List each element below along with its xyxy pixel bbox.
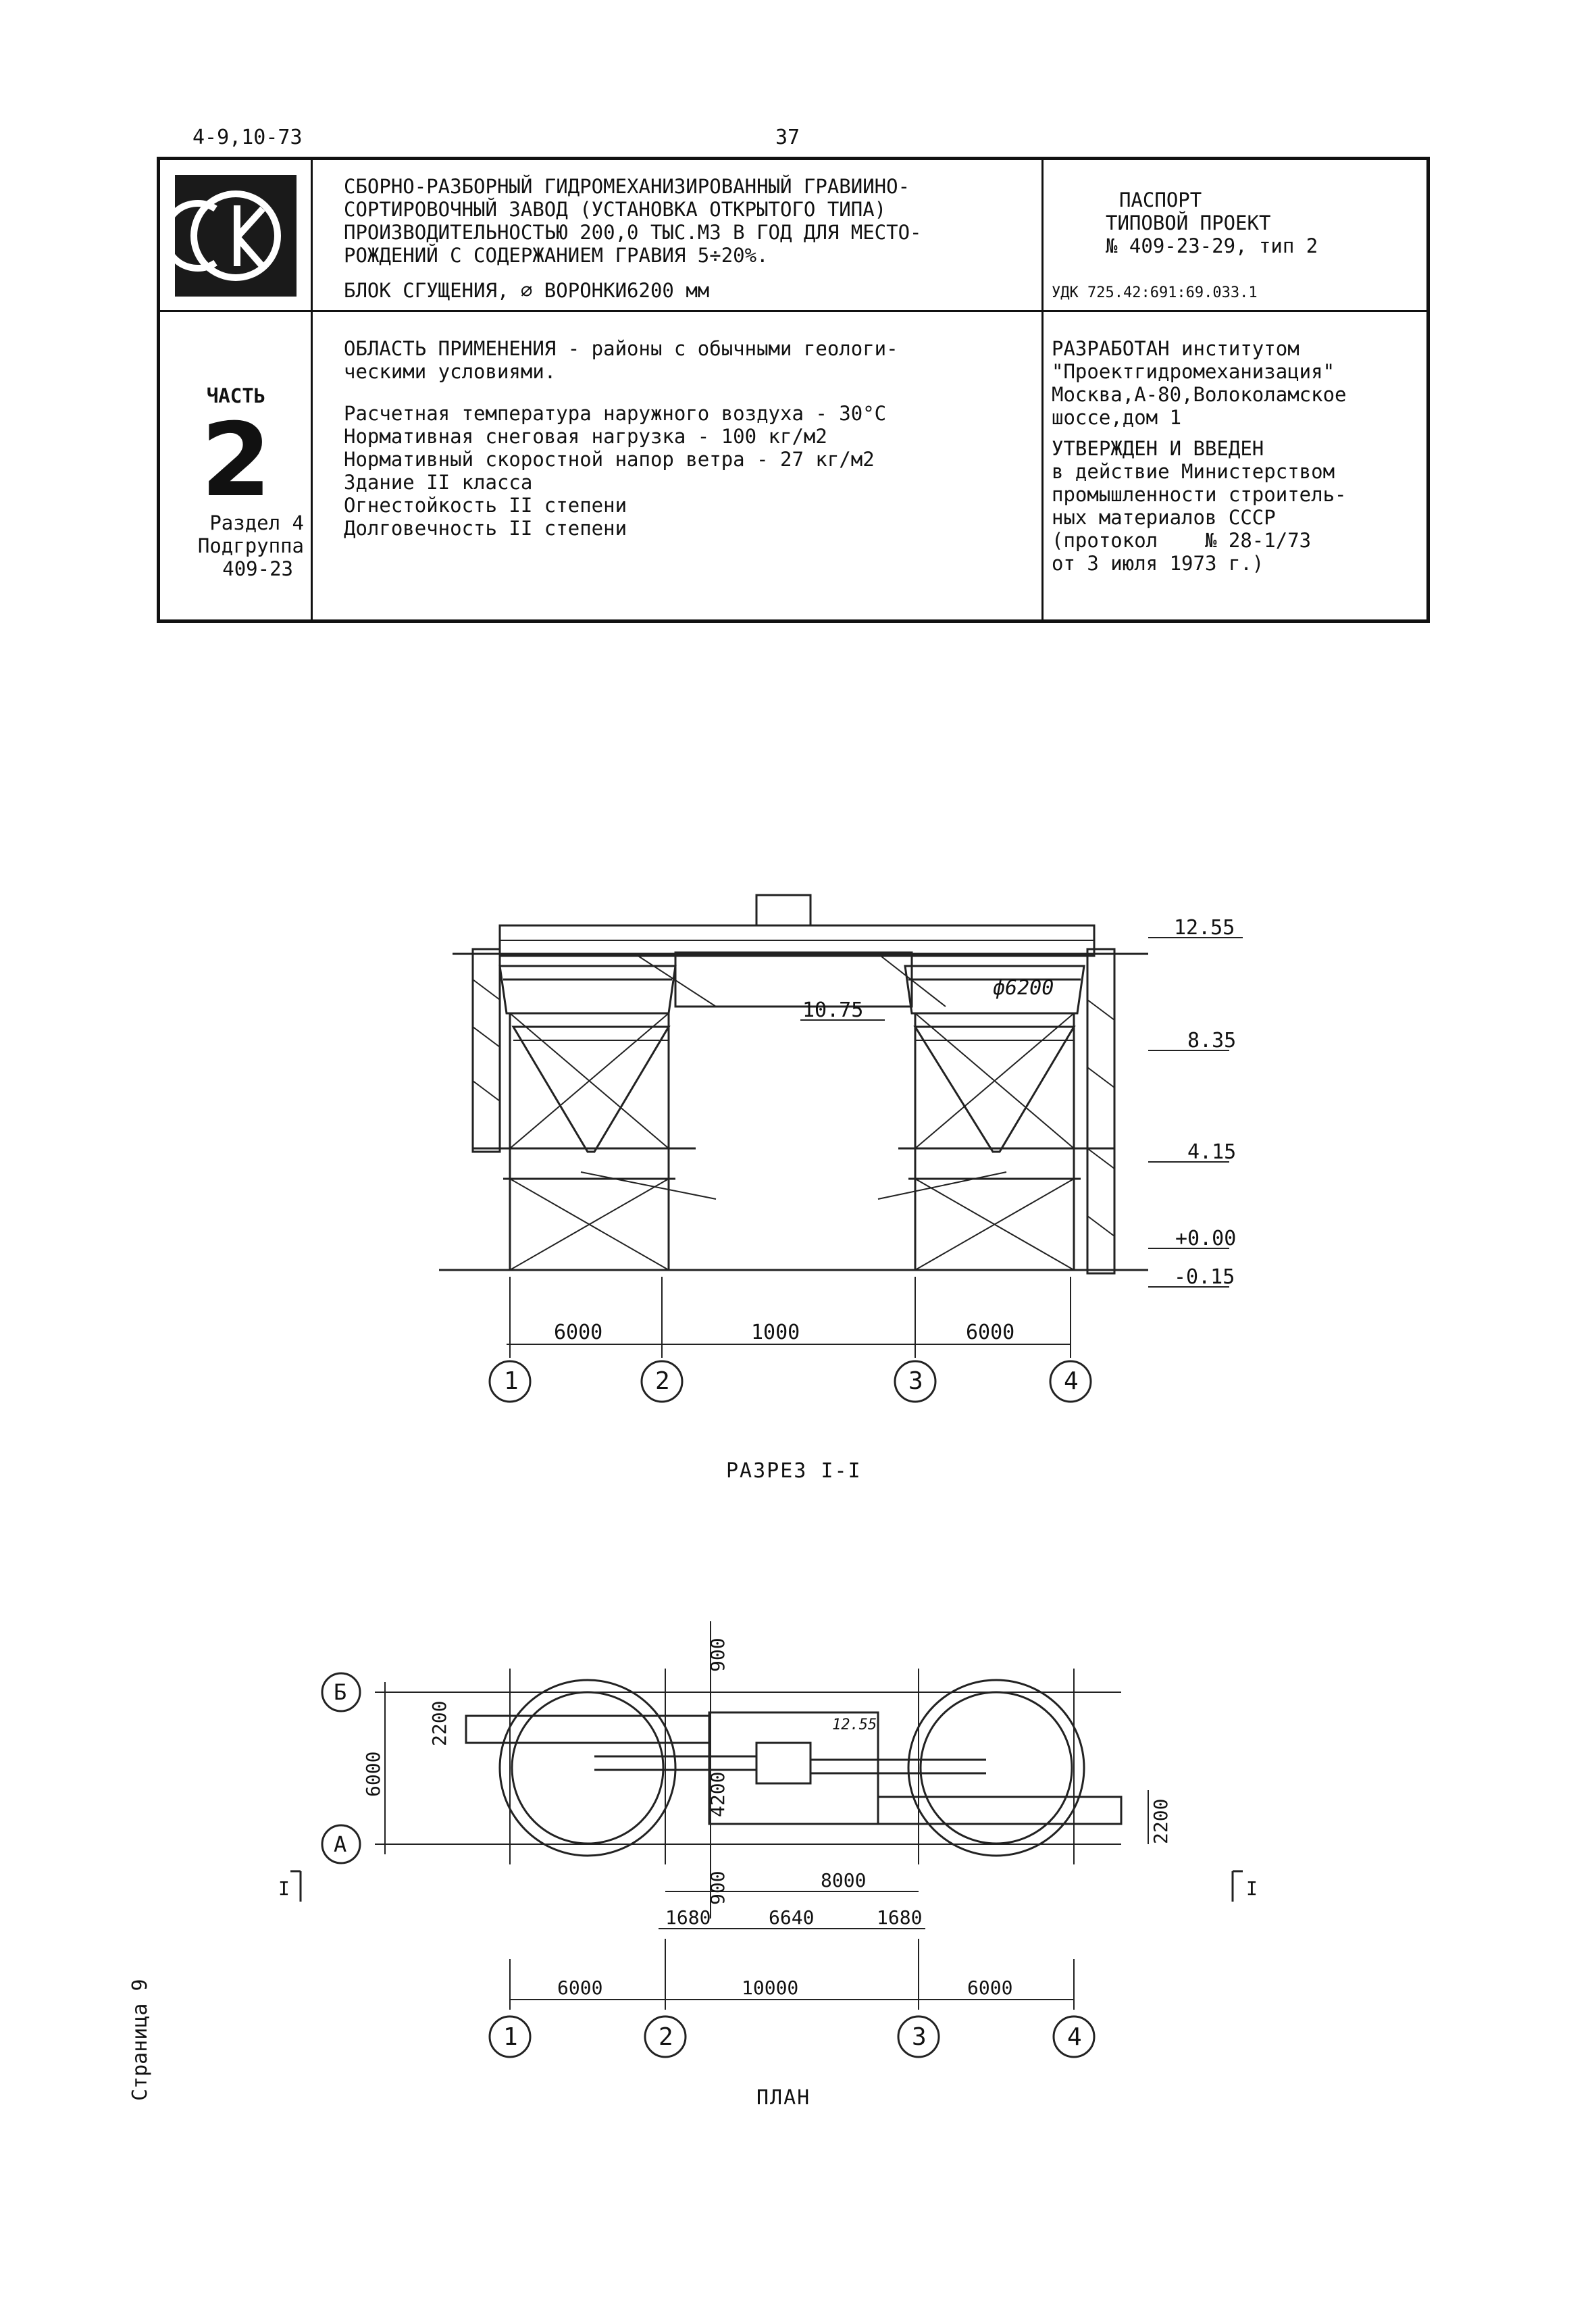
title-block: СБОРНО-РАЗБОРНЫЙ ГИДРОМЕХАНИЗИРОВАННЫЙ Г… xyxy=(157,157,1430,623)
document-code: 4-9,10-73 xyxy=(192,126,303,149)
developer-line: Москва,А-80,Волоколамское xyxy=(1052,383,1347,406)
dim-label: 8000 xyxy=(821,1869,866,1891)
logo xyxy=(161,175,297,297)
page-number: 37 xyxy=(775,126,800,149)
span-label: 6000 xyxy=(967,1977,1012,1999)
spec-line: Долговечность II степени xyxy=(344,517,627,540)
row-axis-label: А xyxy=(334,1831,346,1857)
spec-line: Расчетная температура наружного воздуха … xyxy=(344,402,887,425)
developer-line: шоссе,дом 1 xyxy=(1052,406,1182,429)
spec-line: Здание II класса xyxy=(344,471,533,494)
axis-label: 3 xyxy=(912,2023,927,2051)
application-line: ОБЛАСТЬ ПРИМЕНЕНИЯ - районы с обычными г… xyxy=(344,337,898,360)
span-label: 6000 xyxy=(554,1321,602,1344)
section-caption: РАЗРЕЗ I-I xyxy=(726,1459,862,1483)
span-label: 1000 xyxy=(751,1321,800,1344)
developer-block: РАЗРАБОТАН институтом "Проектгидромехани… xyxy=(1052,337,1416,575)
application-line: ческими условиями. xyxy=(344,360,557,383)
cut-mark-label: I xyxy=(1246,1877,1258,1900)
dim-label: 6000 xyxy=(362,1752,384,1797)
approved-line: (протокол № 28-1/73 xyxy=(1052,529,1312,552)
dim-label: 4200 xyxy=(706,1772,729,1817)
title-line: РОЖДЕНИЙ С СОДЕРЖАНИЕМ ГРАВИЯ 5÷20%. xyxy=(344,244,769,267)
section-line: Подгруппа xyxy=(197,534,304,557)
dim-label: 2200 xyxy=(428,1701,451,1746)
elevation-label: 8.35 xyxy=(1187,1029,1236,1052)
project-type-label: ТИПОВОЙ ПРОЕКТ xyxy=(1106,211,1271,234)
dim-label: 1680 xyxy=(665,1906,711,1929)
spec-line: Нормативная снеговая нагрузка - 100 кг/м… xyxy=(344,425,827,448)
axis-label: 2 xyxy=(659,2023,673,2051)
axis-label: 3 xyxy=(908,1367,923,1395)
approved-line: ных материалов СССР xyxy=(1052,506,1276,529)
section-drawing: 12.55 8.35 4.15 +0.00 -0.15 10.75 ф6200 … xyxy=(439,894,1243,1403)
row-axis-label: Б xyxy=(334,1679,346,1705)
span-label: 10000 xyxy=(742,1977,798,1999)
passport-block: ПАСПОРТ ТИПОВОЙ ПРОЕКТ № 409-23-29, тип … xyxy=(1052,188,1416,257)
dim-label: 6640 xyxy=(769,1906,814,1929)
axis-label: 1 xyxy=(504,1367,519,1395)
project-number: № 409-23-29, тип 2 xyxy=(1106,234,1318,257)
dim-label: 900 xyxy=(706,1637,729,1672)
plan-drawing: Б А I I 900 2200 6000 4200 900 2200 12.5… xyxy=(278,1621,1258,2058)
span-label: 6000 xyxy=(557,1977,602,1999)
passport-label: ПАСПОРТ xyxy=(1119,188,1202,211)
span-label: 6000 xyxy=(966,1321,1014,1344)
section-line: 409-23 xyxy=(222,557,293,580)
approved-line: от 3 июля 1973 г.) xyxy=(1052,552,1264,575)
dim-label: 1680 xyxy=(877,1906,922,1929)
project-title: СБОРНО-РАЗБОРНЫЙ ГИДРОМЕХАНИЗИРОВАННЫЙ Г… xyxy=(344,175,1026,302)
title-line: СБОРНО-РАЗБОРНЫЙ ГИДРОМЕХАНИЗИРОВАННЫЙ Г… xyxy=(344,175,910,198)
elevation-label: -0.15 xyxy=(1174,1265,1235,1289)
udk-code: УДК 725.42:691:69.033.1 xyxy=(1052,284,1258,301)
part-label: ЧАСТЬ xyxy=(206,384,266,407)
elevation-label: +0.00 xyxy=(1175,1227,1236,1250)
dim-label: 2200 xyxy=(1150,1799,1172,1844)
dim-label: 900 xyxy=(706,1871,729,1905)
block-subtitle: БЛОК СГУЩЕНИЯ, ⌀ ВОРОНКИ6200 мм xyxy=(344,279,710,302)
elevation-label: 4.15 xyxy=(1187,1140,1236,1164)
inner-elevation-label: 10.75 xyxy=(802,998,863,1022)
title-line: СОРТИРОВОЧНЫЙ ЗАВОД (УСТАНОВКА ОТКРЫТОГО… xyxy=(344,198,887,221)
diameter-label: ф6200 xyxy=(993,976,1054,1000)
approved-line: УТВЕРЖДЕН И ВВЕДЕН xyxy=(1052,437,1264,460)
axis-label: 2 xyxy=(655,1367,670,1395)
developer-line: "Проектгидромеханизация" xyxy=(1052,360,1335,383)
developer-line: РАЗРАБОТАН институтом xyxy=(1052,337,1299,360)
spec-line: Огнестойкость II степени xyxy=(344,494,627,517)
elevation-label: 12.55 xyxy=(1174,916,1235,940)
axis-label: 4 xyxy=(1064,1367,1079,1395)
logo-ck-icon xyxy=(161,175,297,297)
cut-mark-label: I xyxy=(278,1877,290,1900)
application-block: ОБЛАСТЬ ПРИМЕНЕНИЯ - районы с обычными г… xyxy=(344,337,1033,540)
part-number: 2 xyxy=(201,402,272,519)
title-line: ПРОИЗВОДИТЕЛЬНОСТЬЮ 200,0 ТЫС.М3 В ГОД Д… xyxy=(344,221,922,244)
approved-line: в действие Министерством xyxy=(1052,460,1335,483)
approved-line: промышленности строитель- xyxy=(1052,483,1347,506)
axis-label: 4 xyxy=(1067,2023,1082,2051)
dim-label: 12.55 xyxy=(832,1717,877,1733)
part-block: ЧАСТЬ 2 Раздел 4 Подгруппа 409-23 xyxy=(167,322,305,580)
axis-label: 1 xyxy=(503,2023,518,2051)
spec-line: Нормативный скоростной напор ветра - 27 … xyxy=(344,448,875,471)
side-page-note: Страница 9 xyxy=(128,1979,152,2101)
plan-caption: ПЛАН xyxy=(756,2086,811,2110)
section-line: Раздел 4 xyxy=(209,511,304,534)
